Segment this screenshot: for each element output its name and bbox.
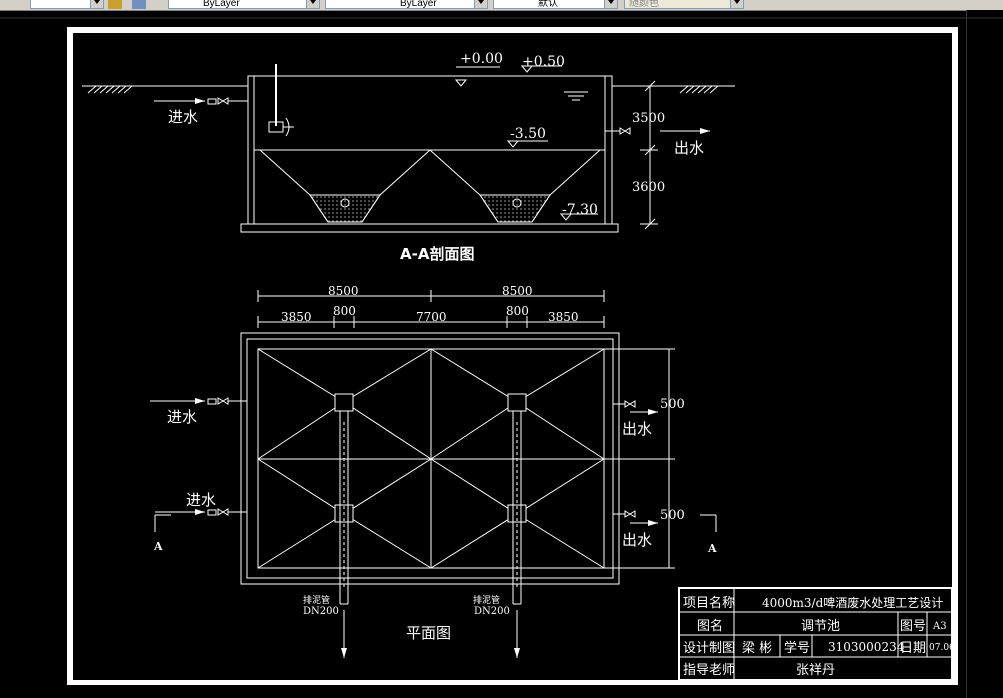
elev-top-label: +0.50 [522,54,565,70]
tb-advisor-label: 指导老师 [683,663,735,678]
title-block-text: 项目名称 4000m3/d啤酒废水处理工艺设计 图名 调节池 图号 A3 设计制… [683,595,955,678]
lineweight-control[interactable]: 默认 [493,0,618,9]
dim-half-right-label: 8500 [502,284,533,298]
chevron-down-icon [604,0,617,8]
tb-sheet-no-label: 图号 [900,619,926,634]
dim-half-left-label: 8500 [328,284,359,298]
tb-project-label: 项目名称 [683,595,735,611]
layer-dropdown[interactable] [30,0,104,9]
linetype-control[interactable]: ByLayer [325,0,488,9]
sludge-dn-2-label: DN200 [474,606,510,617]
plan-inlet-1 [150,397,247,405]
elev-bottom-label: -7.30 [562,202,598,218]
elev-water-label: -3.50 [510,126,546,142]
color-control[interactable]: ByLayer [168,0,320,9]
section-inlet-label: 进水 [168,108,198,126]
dim-v1-label: 500 [660,397,685,412]
tb-project-value: 4000m3/d啤酒废水处理工艺设计 [762,595,943,610]
elev-marker-ground [454,79,468,87]
plan-outlet-2-label: 出水 [622,531,652,549]
sump-box-1 [334,393,354,412]
tb-date-label: 日期 [900,641,926,656]
section-labels: +0.00 +0.50 -3.50 -7.30 3500 3600 进水 出水 … [168,51,704,263]
properties-toolbar: ByLayer ByLayer 默认 随颜色 [0,0,1003,11]
dim-d-label: 800 [506,304,529,318]
layer-states-icon[interactable] [108,0,122,9]
section-outlet-label: 出水 [674,139,704,157]
plan-inlet-2 [155,508,247,516]
tb-student-no-value: 3103000234 [828,640,905,654]
tb-designer-value: 梁 彬 [742,641,772,656]
tank-base-slab [240,223,619,233]
section-outlet-pipe [605,127,710,135]
elev-ground-label: +0.00 [460,51,503,67]
tb-date-value: 07.06 [929,643,955,653]
tb-designer-label: 设计制图 [683,641,735,656]
tb-drawing-value: 调节池 [801,619,840,634]
layer-previous-icon[interactable] [132,0,146,9]
section-inlet-pipe [154,97,248,105]
sludge-pipe-1-label: 排泥管 [303,594,330,606]
linetype-control-label: ByLayer [400,0,437,9]
plan-inlet-1-label: 进水 [167,408,197,426]
chevron-down-icon [730,0,743,8]
tb-drawing-label: 图名 [697,618,723,634]
plan-title: 平面图 [406,624,451,642]
sludge-pipe-2-label: 排泥管 [473,594,500,606]
plan-outlet-1-label: 出水 [622,420,652,438]
dim-a-label: 3850 [281,310,312,324]
dim-upper-label: 3500 [632,111,665,126]
dim-b-label: 800 [333,304,356,318]
sump-box-2 [507,393,527,412]
lineweight-control-label: 默认 [538,0,558,9]
sludge-dn-1-label: DN200 [303,606,339,617]
tb-sheet-no-value: A3 [932,621,947,632]
plotstyle-control[interactable]: 随颜色 [624,0,744,9]
right-scroll-area[interactable] [966,10,1003,698]
sludge-outlet-right [512,198,522,208]
dim-e-label: 3850 [548,310,579,324]
plan-outlet-1 [613,400,658,415]
ground-hatch-left [87,85,133,94]
dim-c-label: 7700 [416,310,447,324]
section-title: A-A剖面图 [400,245,474,263]
section-mark-right-label: A [707,542,717,555]
dim-v2-label: 500 [660,508,685,523]
plan-inlet-2-label: 进水 [186,491,216,509]
chevron-down-icon [474,0,487,8]
color-control-label: ByLayer [203,0,240,9]
plan-labels: 8500 8500 3850 800 7700 800 3850 500 500… [153,284,717,642]
tb-advisor-value: 张祥丹 [796,663,835,678]
section-mark-left-label: A [153,540,163,553]
plan-outlet-2 [613,510,658,526]
chevron-down-icon [306,0,319,8]
tb-student-no-label: 学号 [784,640,810,656]
plan-view [150,290,717,658]
ground-hatch-right [679,85,719,94]
dim-lower-label: 3600 [632,180,665,195]
sludge-outlet-left [340,198,350,208]
plotstyle-control-label: 随颜色 [629,0,659,9]
title-block [678,587,953,681]
section-view [82,64,735,233]
chevron-down-icon [90,0,103,8]
